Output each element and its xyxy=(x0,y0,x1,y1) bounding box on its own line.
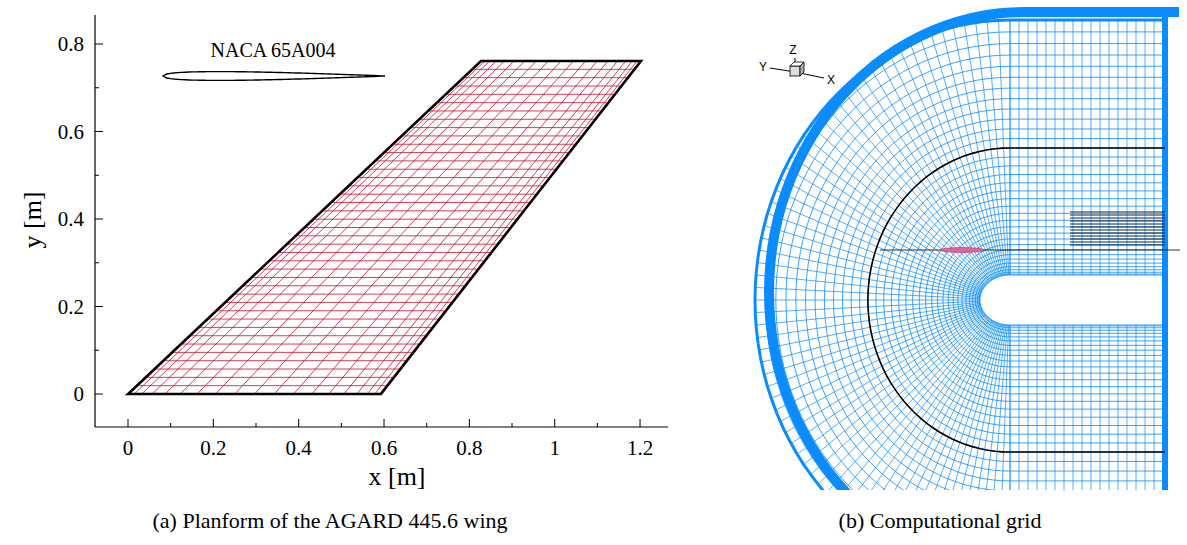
tick-label: 0 xyxy=(123,438,134,459)
axis-label: y [m] xyxy=(20,191,46,248)
tick-label: 0.2 xyxy=(58,296,84,317)
airfoil-section xyxy=(163,72,385,81)
planform-plot xyxy=(95,15,668,427)
tick-label: 0.4 xyxy=(58,209,84,230)
tick-label: 0 xyxy=(74,384,85,405)
wing-mesh xyxy=(128,61,641,394)
tick-label: 0.4 xyxy=(286,438,312,459)
grid-illustration xyxy=(755,12,1180,490)
section-label: NACA 65A004 xyxy=(210,40,335,60)
triad-label: Z xyxy=(789,44,796,56)
axis-label: x [m] xyxy=(368,464,425,490)
tick-label: 0.8 xyxy=(58,34,84,55)
tick-label: 0.8 xyxy=(456,438,482,459)
tick-label: 1 xyxy=(549,438,560,459)
triad-label: X xyxy=(827,74,835,86)
triad-label: Y xyxy=(759,61,767,73)
axes xyxy=(95,15,668,427)
subfigure-caption: (a) Planform of the AGARD 445.6 wing xyxy=(152,510,507,532)
tick-label: 0.2 xyxy=(200,438,226,459)
subfigure-caption: (b) Computational grid xyxy=(839,510,1042,532)
axis-triad xyxy=(770,58,824,78)
tick-label: 1.2 xyxy=(627,438,653,459)
wing-outline xyxy=(128,61,641,394)
tick-label: 0.6 xyxy=(371,438,397,459)
tick-label: 0.6 xyxy=(58,121,84,142)
